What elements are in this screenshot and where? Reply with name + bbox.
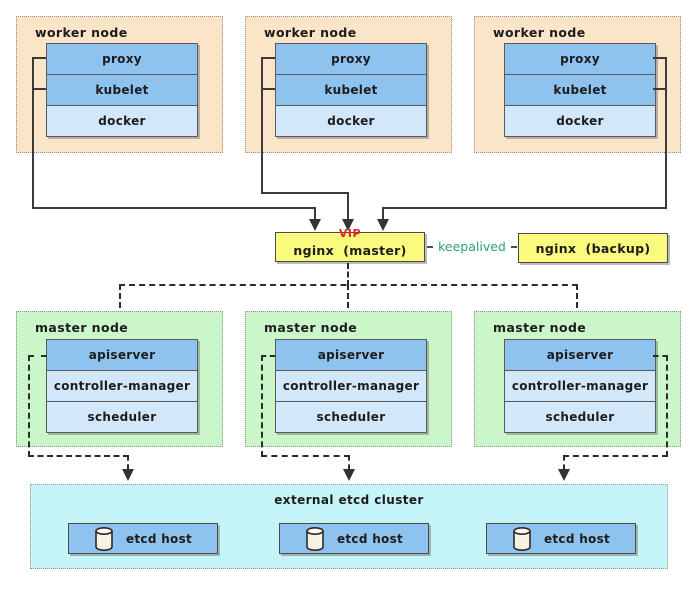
component-kubelet: kubelet — [47, 74, 197, 105]
line-segment — [653, 88, 667, 90]
line-segment — [563, 455, 565, 470]
component-docker: docker — [47, 105, 197, 136]
component-scheduler: scheduler — [47, 401, 197, 432]
line-segment — [382, 207, 667, 209]
vip-label: VIP — [338, 227, 362, 240]
line-segment — [32, 57, 46, 59]
line-segment — [314, 207, 316, 221]
worker-node-title: worker node — [35, 25, 128, 40]
etcd-host-label: etcd host — [336, 531, 404, 546]
line-segment — [261, 57, 275, 59]
line-segment — [261, 355, 275, 357]
line-segment — [28, 455, 129, 457]
worker-components-stack: proxy kubelet docker — [275, 43, 427, 137]
line-segment — [261, 88, 275, 90]
line-segment — [261, 355, 263, 457]
line-segment — [261, 192, 349, 194]
arrow-down-icon — [309, 219, 321, 231]
master-node-title: master node — [493, 320, 587, 335]
line-segment — [261, 455, 350, 457]
arrow-down-icon — [122, 469, 134, 481]
etcd-host-1: etcd host — [68, 523, 218, 554]
line-segment — [563, 455, 668, 457]
component-controller-manager: controller-manager — [505, 370, 655, 401]
master-node-1: master node apiserver controller-manager… — [16, 311, 223, 447]
etcd-host-label: etcd host — [543, 531, 611, 546]
worker-node-2: worker node proxy kubelet docker — [245, 16, 452, 153]
line-segment — [347, 263, 349, 286]
etcd-host-label: etcd host — [125, 531, 193, 546]
keepalived-label: keepalived — [436, 239, 508, 254]
master-node-title: master node — [35, 320, 129, 335]
line-segment — [127, 455, 129, 470]
worker-components-stack: proxy kubelet docker — [46, 43, 198, 137]
line-segment — [348, 455, 350, 470]
worker-node-1: worker node proxy kubelet docker — [16, 16, 223, 153]
line-segment — [32, 88, 46, 90]
component-proxy: proxy — [276, 44, 426, 74]
component-apiserver: apiserver — [505, 340, 655, 370]
line-segment — [261, 57, 263, 194]
master-node-3: master node apiserver controller-manager… — [474, 311, 681, 447]
component-scheduler: scheduler — [276, 401, 426, 432]
master-components-stack: apiserver controller-manager scheduler — [275, 339, 427, 433]
component-kubelet: kubelet — [505, 74, 655, 105]
line-segment — [347, 284, 349, 326]
master-components-stack: apiserver controller-manager scheduler — [46, 339, 198, 433]
component-docker: docker — [505, 105, 655, 136]
master-components-stack: apiserver controller-manager scheduler — [504, 339, 656, 433]
master-node-2: master node apiserver controller-manager… — [245, 311, 452, 447]
line-segment — [653, 355, 668, 357]
database-icon — [513, 526, 531, 551]
nginx-backup-box: nginx (backup) — [518, 233, 668, 263]
line-segment — [28, 355, 47, 357]
line-segment — [347, 192, 349, 221]
etcd-cluster: external etcd cluster etcd host etcd hos… — [30, 484, 668, 569]
component-proxy: proxy — [505, 44, 655, 74]
component-proxy: proxy — [47, 44, 197, 74]
master-node-title: master node — [264, 320, 358, 335]
line-segment — [576, 284, 578, 326]
line-segment — [666, 355, 668, 457]
nginx-master-label: nginx (master) — [293, 243, 407, 258]
component-scheduler: scheduler — [505, 401, 655, 432]
nginx-master-box: VIP nginx (master) — [275, 227, 425, 262]
component-docker: docker — [276, 105, 426, 136]
component-kubelet: kubelet — [276, 74, 426, 105]
worker-components-stack: proxy kubelet docker — [504, 43, 656, 137]
etcd-cluster-title: external etcd cluster — [274, 493, 424, 507]
worker-node-title: worker node — [493, 25, 586, 40]
line-segment — [119, 284, 121, 326]
arrow-down-icon — [558, 469, 570, 481]
arrow-down-icon — [343, 469, 355, 481]
line-segment — [382, 207, 384, 221]
line-segment — [32, 57, 34, 209]
component-apiserver: apiserver — [276, 340, 426, 370]
component-apiserver: apiserver — [47, 340, 197, 370]
etcd-host-2: etcd host — [279, 523, 429, 554]
arrow-down-icon — [342, 219, 354, 231]
arrow-down-icon — [377, 219, 389, 231]
component-controller-manager: controller-manager — [276, 370, 426, 401]
database-icon — [306, 526, 324, 551]
component-controller-manager: controller-manager — [47, 370, 197, 401]
worker-node-title: worker node — [264, 25, 357, 40]
line-segment — [665, 57, 667, 209]
worker-node-3: worker node proxy kubelet docker — [474, 16, 681, 153]
nginx-backup-label: nginx (backup) — [535, 240, 651, 256]
line-segment — [653, 57, 667, 59]
database-icon — [95, 526, 113, 551]
line-segment — [32, 207, 316, 209]
etcd-host-3: etcd host — [486, 523, 636, 554]
line-segment — [28, 355, 30, 457]
